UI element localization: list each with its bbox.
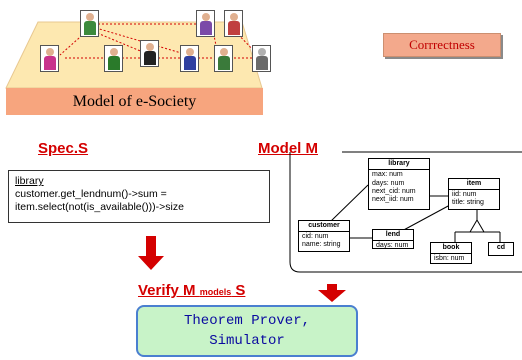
uml-attr: isbn: num (434, 255, 465, 262)
uml-class-name: lend (373, 230, 413, 241)
uml-attr: max: num (372, 171, 403, 178)
spec-line: customer.get_lendnum()->sum = (15, 188, 167, 200)
spec-box-title: library (15, 175, 44, 187)
spec-title: Spec.S (38, 140, 89, 157)
verify-s-text: S (231, 282, 246, 299)
person-icon (252, 45, 271, 72)
assoc-library-customer (329, 184, 369, 223)
uml-class-name: customer (299, 221, 349, 232)
model-down-arrow (318, 284, 346, 302)
uml-attr: iid: num (452, 191, 477, 198)
assoc-lend-item (399, 204, 451, 233)
spec-down-arrow (138, 236, 164, 270)
person-icon (180, 45, 199, 72)
spec-box: library customer.get_lendnum()->sum = it… (8, 170, 270, 223)
model-frame (289, 152, 522, 273)
prover-line: Theorem Prover, (183, 313, 311, 329)
uml-class-item: item iid: num title: string (448, 178, 500, 210)
person-icon (224, 10, 243, 37)
uml-class-name: cd (496, 244, 506, 251)
uml-class-customer: customer cid: num name: string (298, 220, 350, 252)
model-title: Model M (258, 140, 318, 157)
uml-class-library: library max: num days: num next_cid: num… (368, 158, 430, 210)
uml-class-lend: lend days: num (372, 229, 414, 249)
verify-label: Verify M models S (138, 282, 245, 299)
generalization-triangle (469, 219, 485, 233)
person-icon (214, 45, 233, 72)
prover-line: Simulator (209, 333, 285, 349)
uml-class-name: book (431, 243, 471, 254)
person-icon (140, 40, 159, 67)
uml-class-cd: cd (488, 242, 514, 256)
person-icon (80, 10, 99, 37)
uml-attr: title: string (452, 199, 484, 206)
platform-front (6, 88, 263, 115)
person-icon (196, 10, 215, 37)
spec-line: item.select(not(is_available()))->size (15, 201, 184, 213)
verify-text: Verify M (138, 282, 200, 299)
uml-attr: days: num (372, 180, 405, 187)
uml-class-name: library (369, 159, 429, 170)
platform-label: Model of e-Society (72, 93, 197, 110)
verify-models-text: models (199, 287, 232, 297)
person-icon (104, 45, 123, 72)
correctness-badge: Corrrectness (383, 33, 501, 57)
uml-attr: next_cid: num (372, 188, 416, 195)
uml-attr: days: num (376, 242, 409, 249)
uml-class-name: item (449, 179, 499, 190)
person-icon (40, 45, 59, 72)
theorem-prover-box: Theorem Prover, Simulator (136, 305, 358, 357)
uml-class-book: book isbn: num (430, 242, 472, 264)
uml-attr: name: string (302, 241, 341, 248)
uml-attr: next_iid: num (372, 196, 414, 203)
uml-attr: cid: num (302, 233, 329, 240)
